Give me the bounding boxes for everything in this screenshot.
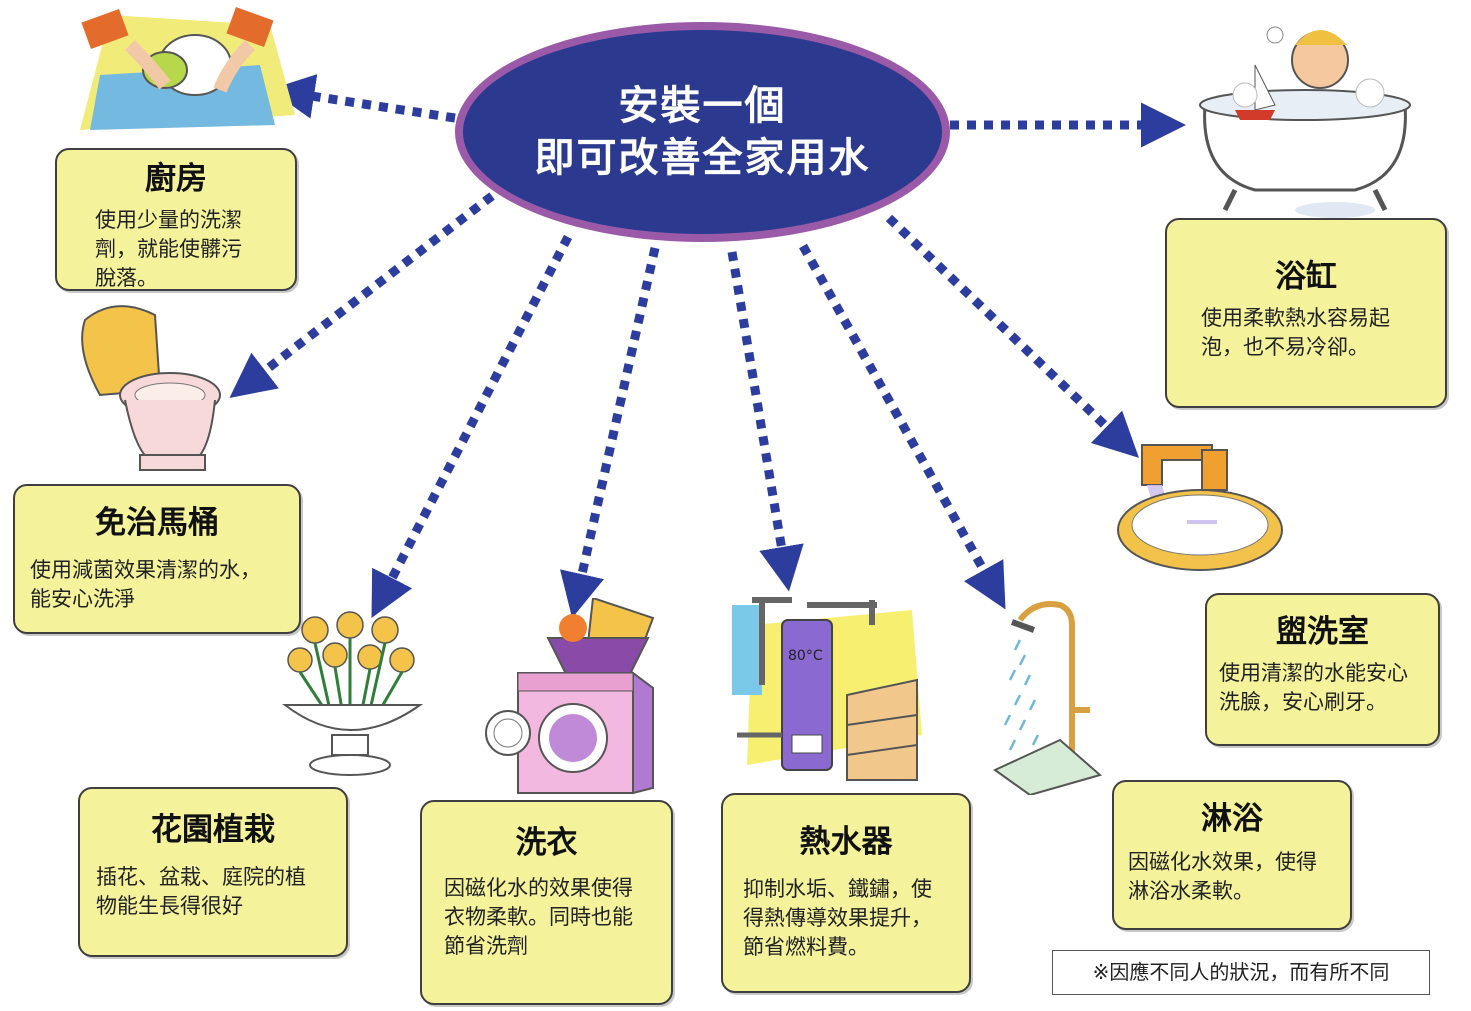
arrow-to-toilet [229,192,495,398]
dishwashing-icon [80,7,295,130]
card-kitchen-line-1: 使用少量的洗潔 [95,208,242,232]
hub-line-1: 安裝一個 [618,83,787,129]
card-laundry-line-1: 因磁化水的效果使得 [444,876,633,900]
card-shower-line-1: 因磁化水效果，使得 [1128,850,1317,874]
card-washroom-line-1: 使用清潔的水能安心 [1219,661,1408,685]
hub-line-2: 即可改善全家用水 [534,135,871,181]
bathtub-icon [1199,26,1411,218]
card-laundry-line-3: 節省洗劑 [444,934,528,958]
hub-ellipse: 安裝一個 即可改善全家用水 [455,22,950,242]
card-toilet-title: 免治馬桶 [95,505,219,541]
card-kitchen: 廚房 使用少量的洗潔 劑，就能使髒污 脫落。 [55,148,297,291]
card-garden: 花園植栽 插花、盆栽、庭院的植 物能生長得很好 [78,787,348,957]
card-heater-line-1: 抑制水垢、鐵鏽，使 [743,877,932,901]
heater-temp-label: 80°C [788,648,823,664]
card-garden-title: 花園植栽 [151,812,275,848]
card-laundry-line-2: 衣物柔軟。同時也能 [444,905,633,929]
card-bathtub-line-2: 泡，也不易冷卻。 [1201,335,1369,359]
water-heater-icon: 80°C [732,597,922,781]
arrow-to-laundry [560,247,660,619]
card-toilet: 免治馬桶 使用減菌效果清潔的水， 能安心洗淨 [13,484,301,634]
arrow-to-washroom [885,214,1139,458]
card-shower-line-2: 淋浴水柔軟。 [1128,879,1254,903]
flower-bowl-icon [282,611,424,776]
card-washroom-title: 盥洗室 [1276,614,1369,650]
card-heater: 熱水器 抑制水垢、鐵鏽，使 得熱傳導效果提升， 節省燃料費。 [721,793,971,993]
card-kitchen-title: 廚房 [145,161,207,197]
card-toilet-line-2: 能安心洗淨 [30,587,135,611]
toilet-icon [81,305,221,471]
card-laundry: 洗衣 因磁化水的效果使得 衣物柔軟。同時也能 節省洗劑 [420,800,673,1005]
arrow-to-garden [371,234,572,618]
washbasin-icon [1117,444,1283,571]
card-washroom-line-2: 洗臉，安心刷牙。 [1219,690,1387,714]
card-laundry-title: 洗衣 [515,825,578,861]
card-kitchen-line-3: 脫落。 [95,266,158,290]
card-heater-line-2: 得熱傳導效果提升， [743,906,932,930]
card-heater-line-3: 節省燃料費。 [743,935,869,959]
arrow-to-shower [799,243,1006,610]
card-bathtub: 浴缸 使用柔軟熱水容易起 泡，也不易冷卻。 [1165,218,1447,408]
footnote: ※因應不同人的狀況，而有所不同 [1052,950,1430,995]
card-shower-title: 淋浴 [1201,801,1263,837]
arrow-to-heater [727,251,804,592]
card-kitchen-line-2: 劑，就能使髒污 [95,237,242,261]
card-bathtub-line-1: 使用柔軟熱水容易起 [1201,306,1390,330]
card-toilet-line-1: 使用減菌效果清潔的水， [30,558,261,582]
shower-icon [993,601,1103,795]
card-shower: 淋浴 因磁化水效果，使得 淋浴水柔軟。 [1112,780,1352,930]
arrow-to-kitchen [269,74,456,123]
card-heater-title: 熱水器 [799,824,893,860]
card-garden-line-2: 物能生長得很好 [96,894,243,918]
card-washroom: 盥洗室 使用清潔的水能安心 洗臉，安心刷牙。 [1205,593,1440,746]
washing-machine-icon [485,598,655,795]
card-bathtub-title: 浴缸 [1275,259,1337,295]
card-garden-line-1: 插花、盆栽、庭院的植 [96,865,306,889]
